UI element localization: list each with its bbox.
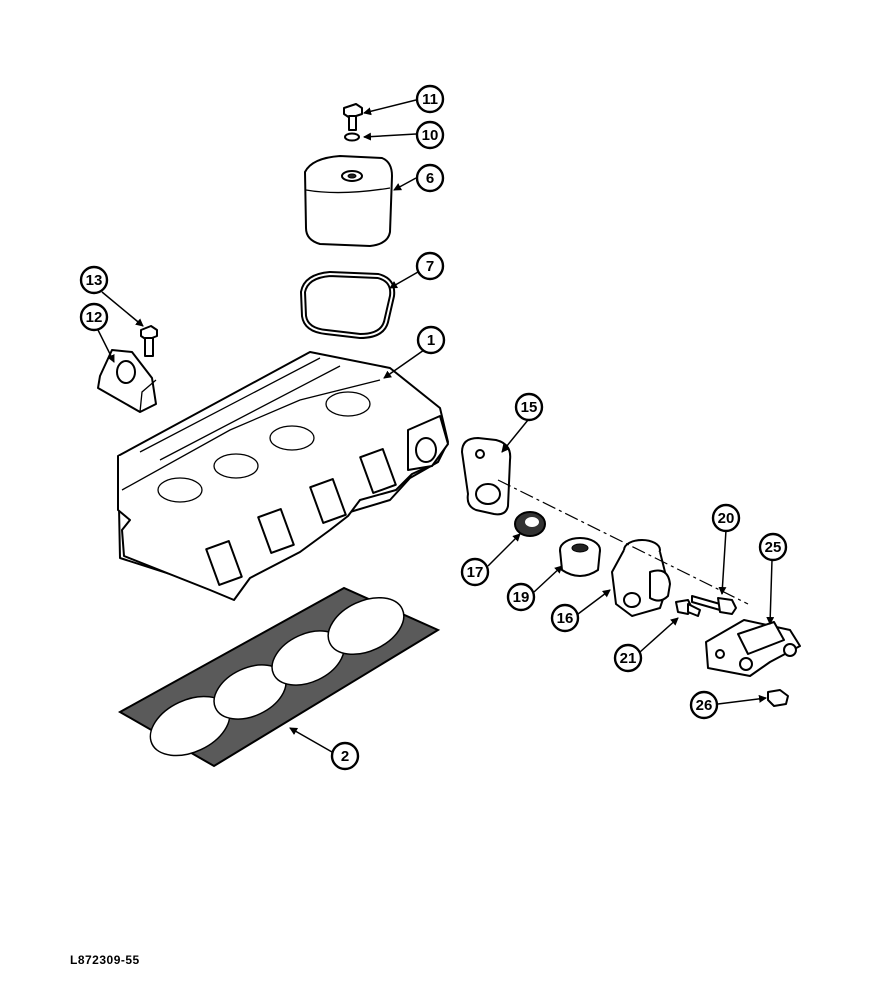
svg-text:6: 6	[426, 170, 434, 187]
part-25-bracket	[705, 619, 801, 677]
valve-ports	[157, 391, 397, 586]
svg-text:7: 7	[426, 258, 434, 275]
svg-text:25: 25	[765, 539, 782, 556]
callout-1: 1	[416, 325, 446, 355]
callouts: 11 10 6 7 13 12 1 15 20 25 17 19 16 21 2…	[79, 84, 788, 771]
callout-13: 13	[79, 265, 109, 295]
callout-11: 11	[415, 84, 445, 114]
part-15-gasket	[461, 437, 512, 516]
part-2-head-gasket	[117, 586, 441, 768]
svg-text:15: 15	[521, 399, 538, 416]
callout-7: 7	[415, 251, 445, 281]
callout-15: 15	[514, 392, 544, 422]
part-21-bolt	[675, 599, 701, 617]
callout-20: 20	[711, 503, 741, 533]
part-6-cover	[304, 155, 393, 247]
svg-text:16: 16	[557, 610, 574, 627]
drawing-code: L872309-55	[70, 953, 140, 967]
svg-text:11: 11	[422, 91, 438, 108]
part-7-seal	[299, 270, 396, 340]
callout-6: 6	[415, 163, 445, 193]
callout-21: 21	[613, 643, 643, 673]
callout-12: 12	[79, 302, 109, 332]
svg-text:2: 2	[341, 748, 349, 765]
part-20-bolt	[691, 595, 737, 615]
part-11-bolt	[343, 103, 363, 131]
svg-text:10: 10	[422, 127, 439, 144]
part-12-bracket	[97, 349, 157, 413]
callout-17: 17	[460, 557, 490, 587]
callout-26: 26	[689, 690, 719, 720]
svg-text:21: 21	[620, 650, 637, 667]
part-26-bolt	[767, 689, 789, 707]
part-10-washer	[344, 132, 360, 142]
part-1-cylinder-head	[117, 351, 449, 601]
svg-text:17: 17	[467, 564, 484, 581]
assembly-centerline	[497, 479, 749, 605]
callout-19: 19	[506, 582, 536, 612]
leader-lines	[97, 99, 775, 753]
svg-text:13: 13	[86, 272, 103, 289]
svg-text:19: 19	[513, 589, 530, 606]
svg-text:26: 26	[696, 697, 713, 714]
callout-25: 25	[758, 532, 788, 562]
svg-text:1: 1	[427, 332, 435, 349]
part-17-seal	[514, 511, 546, 537]
svg-text:12: 12	[86, 309, 103, 326]
callout-16: 16	[550, 603, 580, 633]
part-13-bolt	[140, 325, 158, 357]
callout-2: 2	[330, 741, 360, 771]
svg-text:20: 20	[718, 510, 735, 527]
part-19-thermostat	[559, 537, 601, 577]
part-16-housing	[611, 539, 671, 617]
callout-10: 10	[415, 120, 445, 150]
